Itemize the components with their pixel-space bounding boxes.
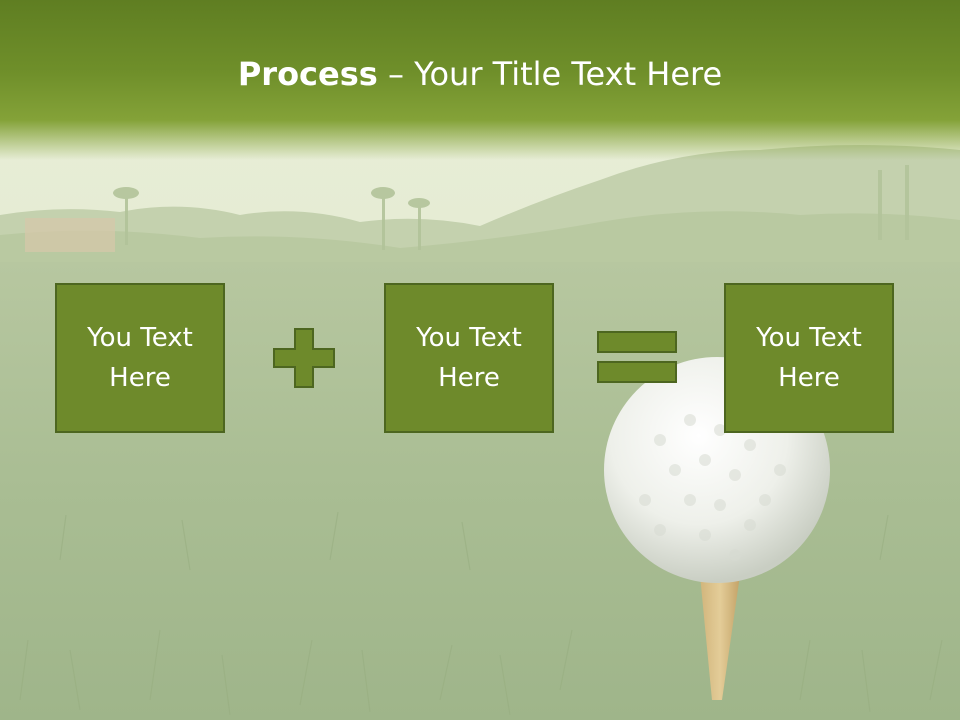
text-box-1-label: You Text Here (87, 323, 193, 393)
equals-icon (597, 331, 677, 385)
slide-title-rest: – Your Title Text Here (377, 55, 723, 93)
text-box-2-label: You Text Here (416, 323, 522, 393)
text-box-3-label: You Text Here (756, 323, 862, 393)
text-box-2: You Text Here (384, 283, 554, 433)
text-box-1: You Text Here (55, 283, 225, 433)
slide-title: Process – Your Title Text Here (0, 52, 960, 96)
title-band (0, 0, 960, 160)
slide-title-bold: Process (237, 55, 378, 93)
text-box-3: You Text Here (724, 283, 894, 433)
plus-icon (272, 327, 336, 389)
